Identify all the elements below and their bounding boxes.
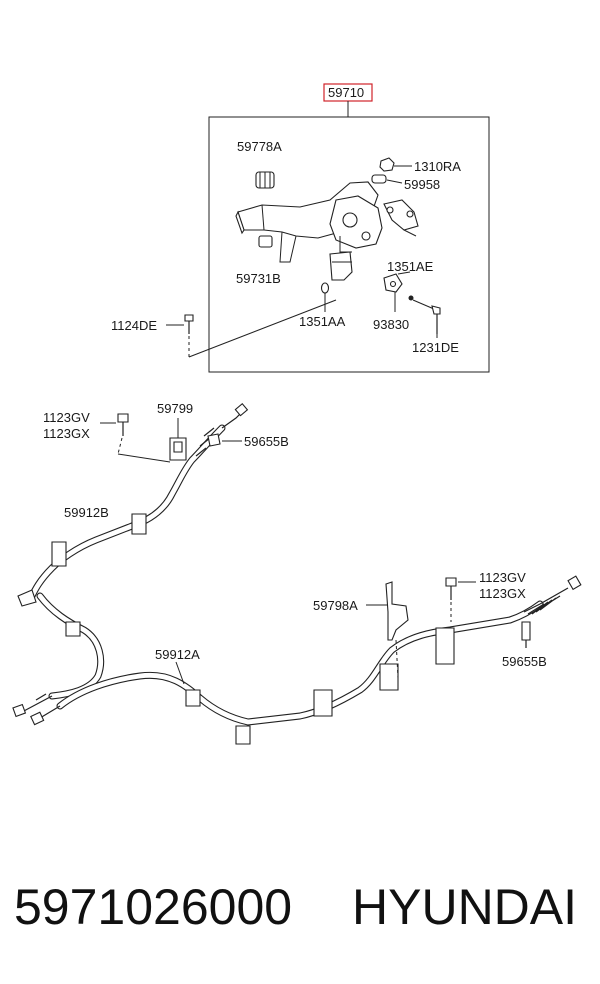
callout-clip: 1351AA [299,314,346,329]
parking-brake-lever [235,181,419,263]
bracket-rear-part [366,581,409,679]
nut-part [379,157,412,172]
bolts-rear-part [445,577,476,622]
brand-name: HYUNDAI [352,879,578,935]
part-number: 5971026000 [14,879,293,935]
callout-bracket-rear: 59798A [313,598,358,613]
pad-part [258,235,273,248]
callout-bolt-rear-2: 1123GX [479,586,526,601]
guide-front-part [169,418,187,461]
rear-cable [30,575,582,745]
callout-bolt-rear-1: 1123GV [479,570,526,585]
callout-clip-rear: 59655B [502,654,547,669]
callout-assembly: 59710 [328,85,364,100]
clip-front-part [207,433,242,447]
bolt-bracket-part [383,271,414,312]
callout-cable-front: 59912B [64,505,109,520]
callout-nut: 1310RA [414,159,461,174]
callout-bolt-upper: 1351AE [387,259,434,274]
callout-bolt-front-2: 1123GX [43,426,90,441]
callout-screw-right: 1231DE [412,340,459,355]
footer: 5971026000 HYUNDAI [0,878,600,948]
callout-bolt-front-1: 1123GV [43,410,90,425]
assembly-box [208,116,490,373]
callout-washer: 59958 [404,177,440,192]
callout-screw-left: 1124DE [111,318,157,333]
callout-pad: 59731B [236,271,281,286]
callout-bracket: 93830 [373,317,409,332]
callout-spring: 59778A [237,139,282,154]
washer-part [371,174,403,184]
front-cable [12,402,249,718]
bolts-front-part [100,413,171,463]
callout-guide-front: 59799 [157,401,193,416]
callout-cable-rear: 59912A [155,647,200,662]
screw-right-part [412,299,441,338]
clip-rear-part [521,621,531,648]
clip-part [320,282,330,312]
screw-left-part [166,299,337,358]
callout-clip-front: 59655B [244,434,289,449]
spring-part [255,171,275,189]
lower-bracket-part [329,251,353,281]
